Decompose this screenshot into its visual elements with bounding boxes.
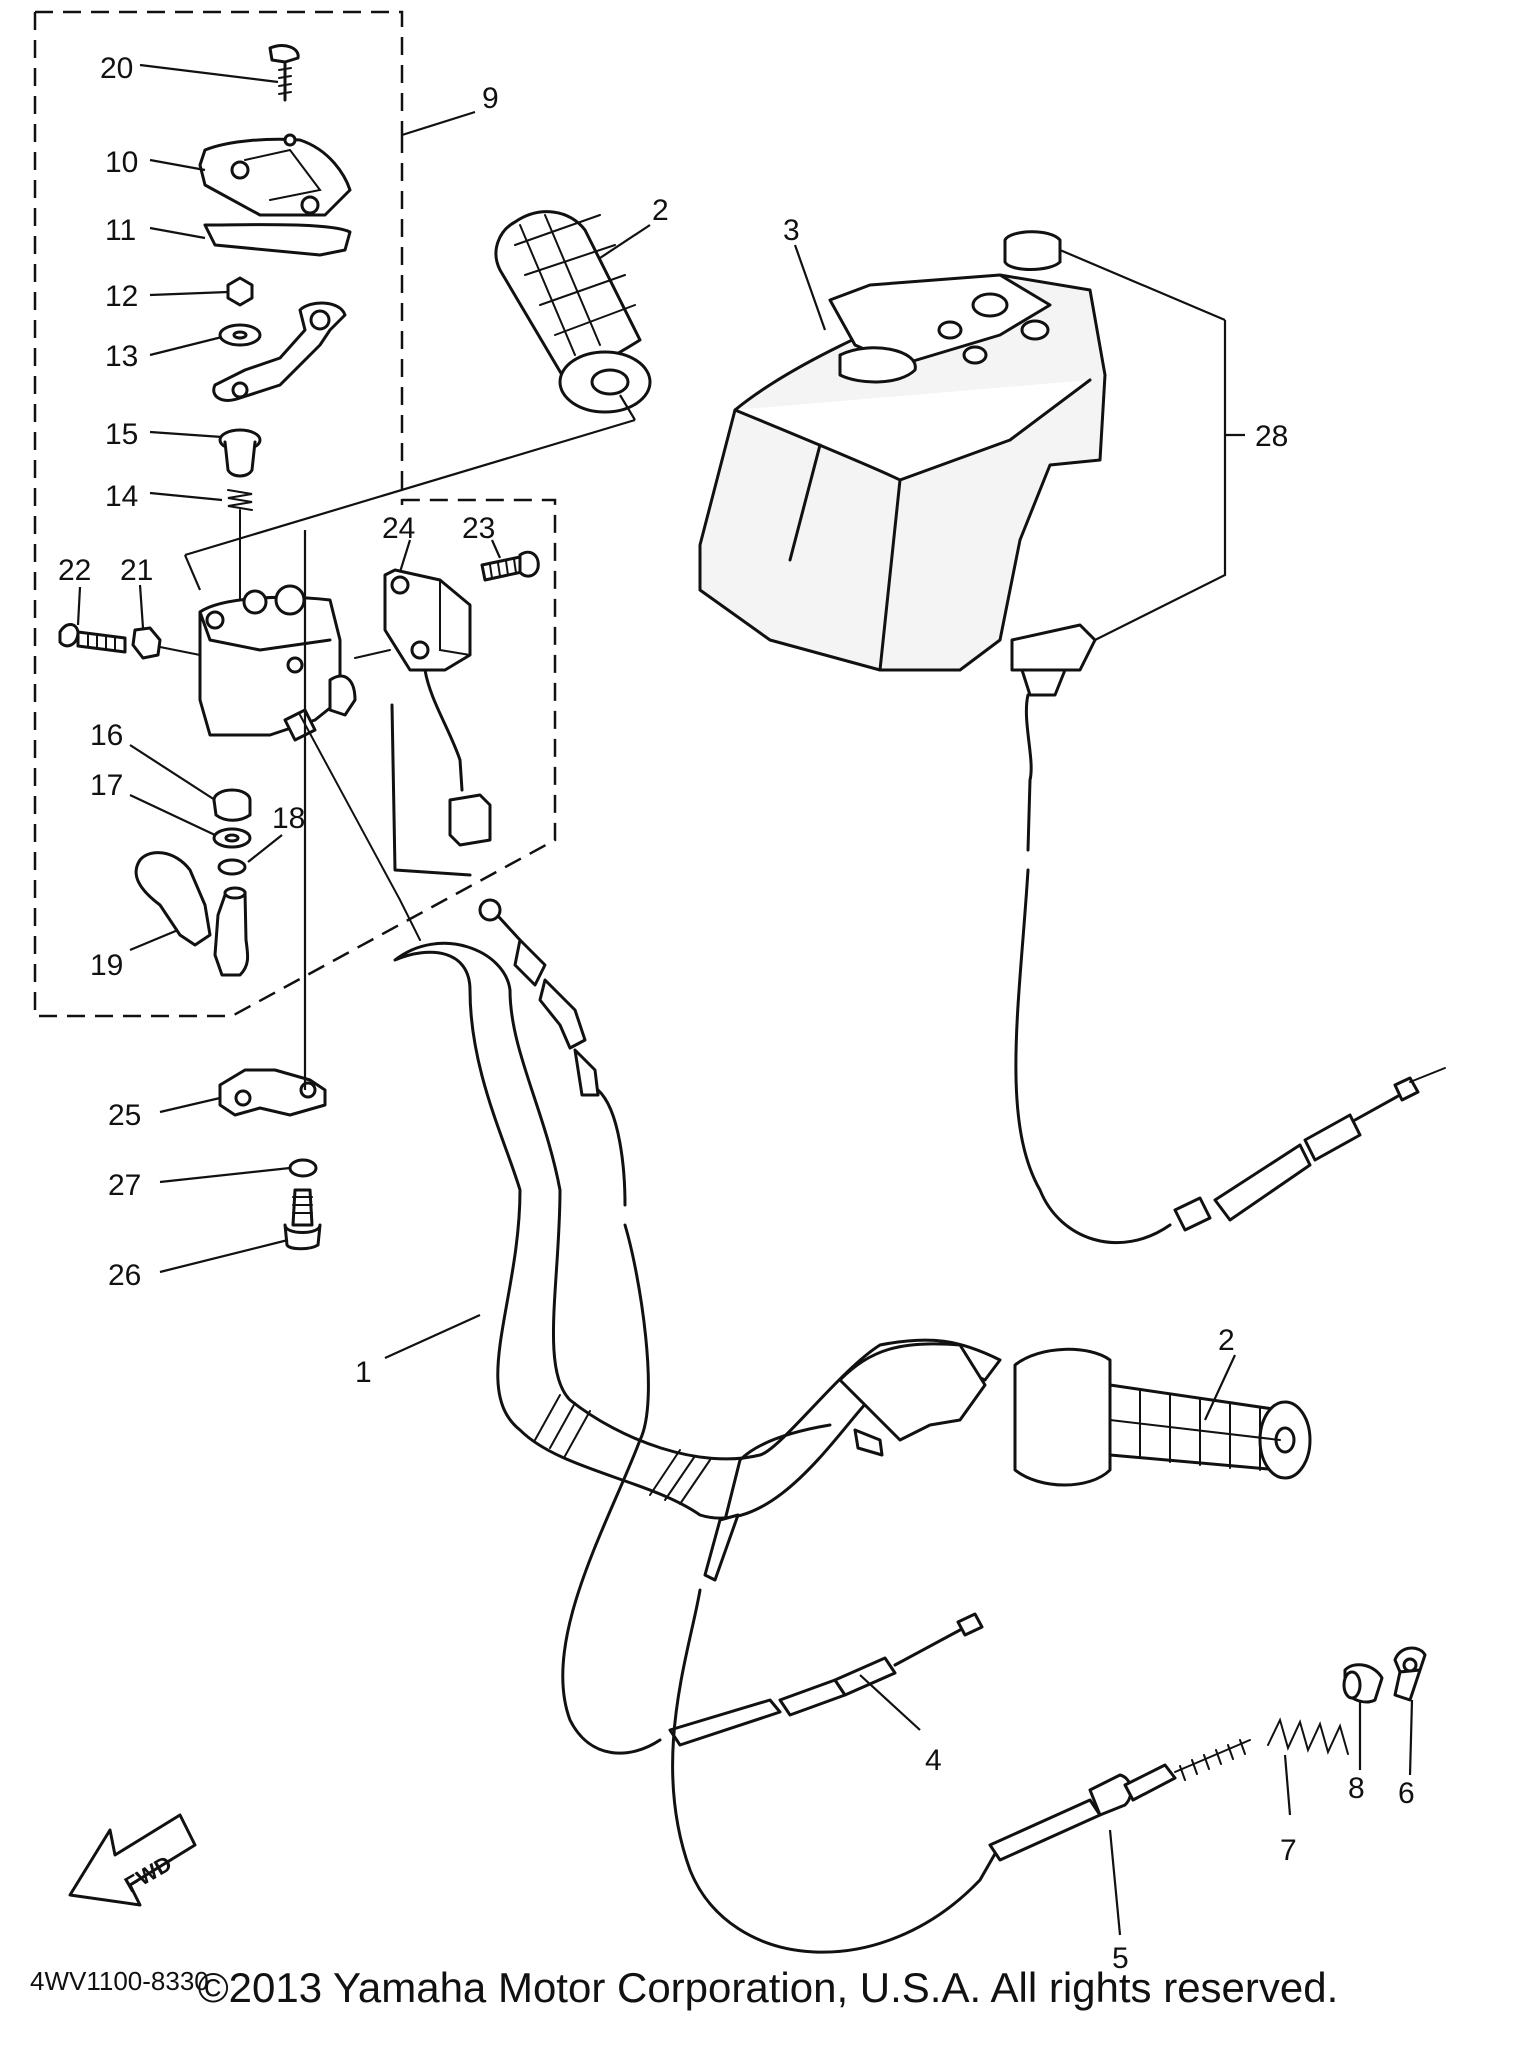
- throttle-lever-19: [134, 851, 250, 977]
- throttle-cable: [390, 703, 984, 1755]
- callout-1: 1: [355, 1356, 372, 1389]
- right-grip: [838, 1342, 1312, 1487]
- callout-12: 12: [105, 280, 138, 313]
- callout-27: 27: [108, 1169, 141, 1202]
- screw-22: [58, 623, 127, 654]
- callout-25: 25: [108, 1099, 141, 1132]
- callout-19: 19: [90, 949, 123, 982]
- clamp-25: [218, 530, 327, 1117]
- callout-2a: 2: [652, 194, 669, 227]
- callout-18: 18: [272, 802, 305, 835]
- callout-17: 17: [90, 769, 123, 802]
- copyright-notice: ©2013 Yamaha Motor Corporation, U.S.A. A…: [197, 1964, 1339, 2011]
- screw-20: [268, 44, 300, 102]
- callout-9: 9: [482, 82, 499, 115]
- nut-21: [131, 626, 201, 660]
- callout-8: 8: [1348, 1772, 1365, 1805]
- adjusting-nut-6: [1393, 1646, 1427, 1702]
- washer-27: [288, 1158, 318, 1178]
- callout-11: 11: [105, 214, 136, 247]
- callout-21: 21: [120, 554, 153, 587]
- forward-arrow-icon: FWD: [68, 1813, 197, 1907]
- bushing-16: [212, 788, 252, 822]
- bushing-15: [218, 428, 262, 478]
- callout-4: 4: [925, 1744, 942, 1777]
- washer-18: [217, 858, 247, 876]
- left-grip: [494, 210, 652, 421]
- spring-7: [1267, 1717, 1349, 1755]
- collar-8: [1342, 1663, 1384, 1704]
- callout-15: 15: [105, 418, 138, 451]
- bolt-26: [283, 1188, 322, 1251]
- callout-23: 23: [462, 512, 495, 545]
- leader-lines: [76, 63, 1414, 1936]
- callout-14: 14: [105, 480, 138, 513]
- meter-cover: [698, 273, 1107, 672]
- spring-14: [227, 489, 253, 601]
- lever-plate: [212, 301, 347, 402]
- callout-2b: 2: [1218, 1324, 1235, 1357]
- callout-28: 28: [1255, 420, 1288, 453]
- assembly-boundary-9: [33, 10, 557, 1018]
- callout-labels: 20 9 10 2 3 11 12 13 28 15 14 24 23 22 2…: [58, 52, 1415, 1975]
- washer-13: [218, 323, 262, 347]
- washer-17: [212, 827, 252, 849]
- callout-16: 16: [90, 719, 123, 752]
- part-code: 4WV1100-8330: [30, 1966, 209, 1996]
- callout-10: 10: [105, 146, 138, 179]
- callout-24: 24: [382, 512, 415, 545]
- callout-7: 7: [1280, 1834, 1297, 1867]
- nut-12: [226, 276, 254, 307]
- callout-3: 3: [783, 214, 800, 247]
- throttle-housing: [198, 584, 357, 742]
- callout-5: 5: [1112, 1942, 1129, 1975]
- switch-assembly: [354, 568, 492, 847]
- brake-cable: [671, 1423, 1251, 1954]
- callout-22: 22: [58, 554, 91, 587]
- callout-26: 26: [108, 1259, 141, 1292]
- callout-20: 20: [100, 52, 133, 85]
- leader-9: [401, 110, 476, 137]
- gasket-11: [203, 223, 352, 257]
- cover-10: [198, 133, 352, 217]
- screw-23: [480, 550, 540, 582]
- callout-13: 13: [105, 340, 138, 373]
- starter-cable: [1003, 230, 1446, 1245]
- callout-6: 6: [1398, 1777, 1415, 1810]
